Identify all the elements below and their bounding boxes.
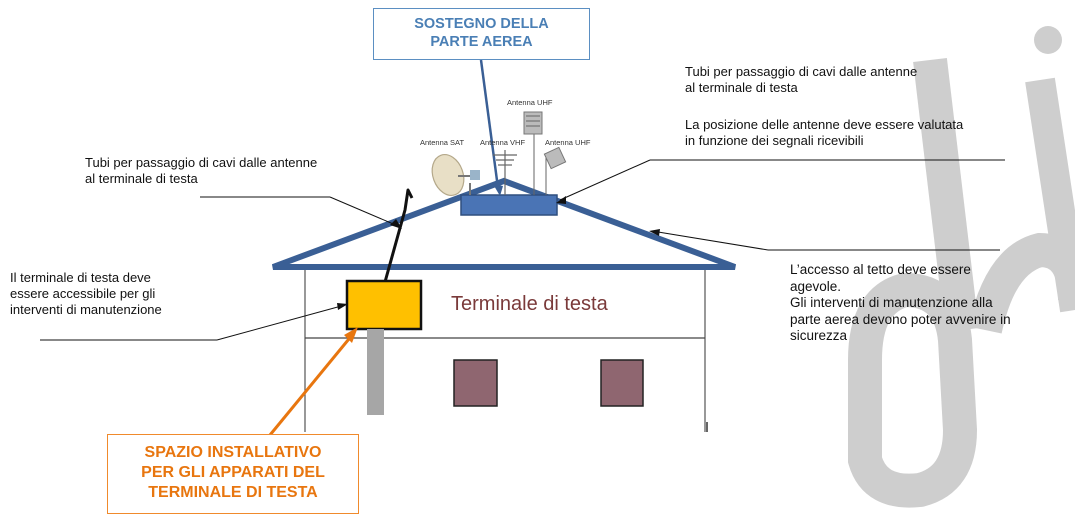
install-line3: TERMINALE DI TESTA xyxy=(148,484,318,501)
note-line: interventi di manutenzione xyxy=(10,302,162,317)
cable-riser xyxy=(367,329,384,415)
note-line: Tubi per passaggio di cavi dalle antenne xyxy=(85,155,318,170)
terminal-box xyxy=(345,279,423,331)
note-line: La posizione delle antenne deve essere v… xyxy=(685,117,964,132)
install-space-box: SPAZIO INSTALLATIVO PER GLI APPARATI DEL… xyxy=(107,434,359,514)
support-label-line1: SOSTEGNO DELLA xyxy=(414,16,549,32)
install-line1: SPAZIO INSTALLATIVO xyxy=(144,444,322,461)
antenna-vhf-label: Antenna VHF xyxy=(480,138,526,147)
support-label-line2: PARTE AEREA xyxy=(430,34,533,50)
satellite-dish-icon xyxy=(431,154,480,196)
note-line: Tubi per passaggio di cavi dalle antenne xyxy=(685,64,918,79)
roof xyxy=(271,177,737,270)
building-terminal-label: Terminale di testa xyxy=(451,293,608,315)
leader-lines xyxy=(40,159,1005,341)
antenna-sat-label: Antenna SAT xyxy=(420,138,465,147)
door-left xyxy=(453,359,498,407)
note-tubes-left: Tubi per passaggio di cavi dalle antenne… xyxy=(85,155,317,187)
door-right xyxy=(600,359,644,407)
note-line: L’accesso al tetto deve essere xyxy=(790,262,971,277)
note-line: in funzione dei segnali ricevibili xyxy=(685,133,864,148)
vhf-antenna-icon xyxy=(493,150,517,195)
roof-equipment-box xyxy=(460,194,558,216)
install-line2: PER GLI APPARATI DEL xyxy=(141,464,325,481)
note-line: essere accessibile per gli xyxy=(10,286,156,301)
note-antenna-position: La posizione delle antenne deve essere v… xyxy=(685,117,963,149)
note-line: sicurezza xyxy=(790,328,848,343)
note-terminal-access: Il terminale di testa deve essere access… xyxy=(10,270,162,318)
note-line: Il terminale di testa deve xyxy=(10,270,151,285)
note-line: Gli interventi di manutenzione alla xyxy=(790,295,993,310)
cable-to-roof xyxy=(383,188,414,283)
note-line: parte aerea devono poter avvenire in xyxy=(790,311,1011,327)
note-line: al terminale di testa xyxy=(85,171,198,186)
watermark-graphic xyxy=(848,26,1075,508)
antenna-uhf-right-label: Antenna UHF xyxy=(545,138,591,147)
note-line: agevole. xyxy=(790,278,842,294)
note-tubes-top-right: Tubi per passaggio di cavi dalle antenne… xyxy=(685,64,917,96)
uhf-antenna-icon xyxy=(523,111,543,195)
note-roof-access: L’accesso al tetto deve essere agevole. … xyxy=(790,262,1011,345)
note-line: al terminale di testa xyxy=(685,80,798,95)
antenna-uhf-top-label: Antenna UHF xyxy=(507,98,553,107)
uhf-antenna-right-icon xyxy=(543,146,567,195)
support-label-box: SOSTEGNO DELLA PARTE AEREA xyxy=(373,8,590,60)
